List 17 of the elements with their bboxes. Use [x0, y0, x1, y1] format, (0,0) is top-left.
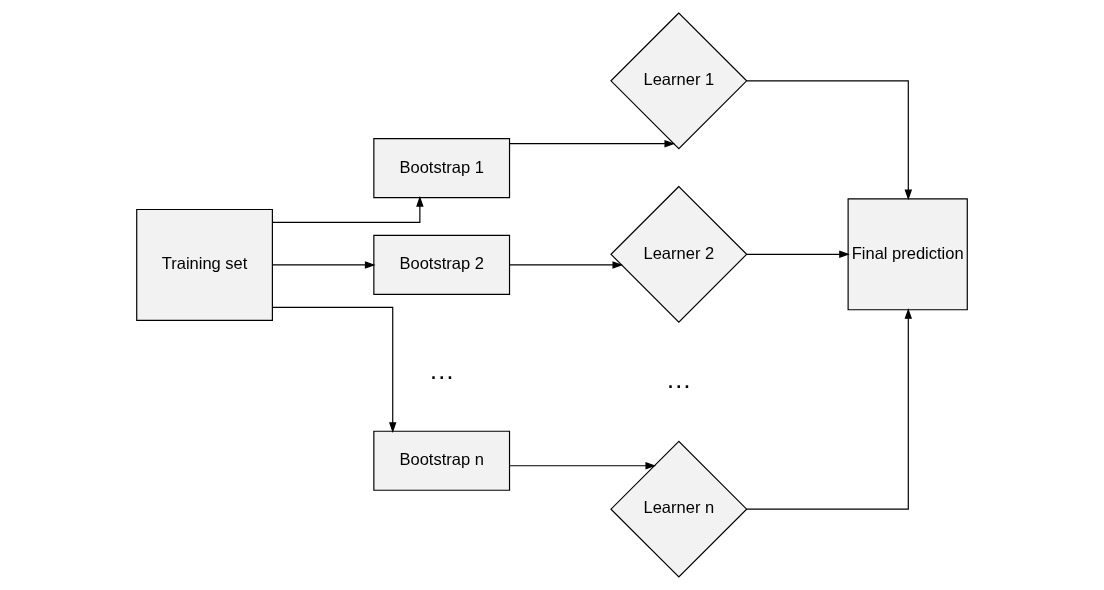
node-box: Bootstrap 2 — [373, 234, 511, 295]
arrow — [271, 306, 397, 433]
node-diamond: Learner n — [610, 440, 748, 578]
arrow — [271, 261, 376, 269]
label: … — [428, 355, 455, 384]
arrow — [746, 250, 850, 259]
arrow — [746, 80, 912, 201]
node-box: Training set — [136, 208, 273, 321]
node-box: Bootstrap 1 — [373, 138, 511, 199]
arrow — [509, 261, 624, 269]
arrow — [746, 308, 912, 510]
label: … — [665, 365, 692, 394]
node-box: Final prediction — [847, 198, 968, 311]
arrow — [509, 139, 676, 148]
node-box: Bootstrap n — [373, 430, 511, 491]
arrow — [509, 462, 657, 470]
arrow — [272, 196, 424, 224]
